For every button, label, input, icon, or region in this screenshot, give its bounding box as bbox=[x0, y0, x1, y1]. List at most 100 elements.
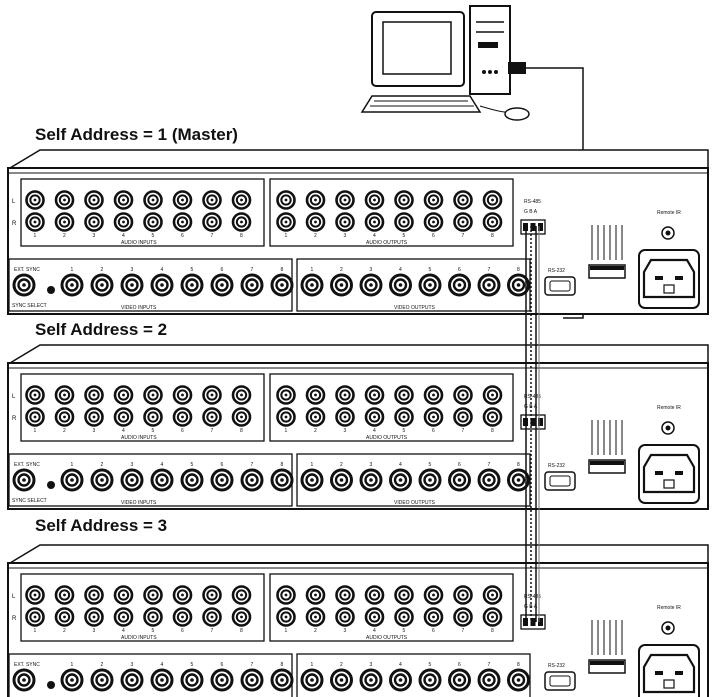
jack-number: 7 bbox=[211, 428, 214, 434]
jack-number: 2 bbox=[314, 428, 317, 434]
audio-outputs-label: AUDIO OUTPUTS bbox=[366, 635, 408, 641]
jack-number: 3 bbox=[131, 267, 134, 273]
jack-number: 5 bbox=[403, 233, 406, 239]
jack-number: 5 bbox=[429, 662, 432, 668]
jack-number: 3 bbox=[344, 628, 347, 634]
jack-number: 4 bbox=[161, 462, 164, 468]
rs485-link-cable bbox=[525, 226, 540, 622]
jack-number: 4 bbox=[373, 233, 376, 239]
jack-number: 1 bbox=[311, 662, 314, 668]
jack-number: 4 bbox=[122, 628, 125, 634]
jack-number: 3 bbox=[370, 267, 373, 273]
jack-number: 7 bbox=[251, 267, 254, 273]
ext-sync-label: EXT. SYNC bbox=[14, 462, 40, 468]
sync-select-switch[interactable] bbox=[47, 681, 55, 689]
power-inlet[interactable] bbox=[638, 249, 700, 309]
jack-number: 8 bbox=[240, 428, 243, 434]
power-inlet[interactable] bbox=[638, 644, 700, 697]
rs232-port[interactable]: RS-232 bbox=[544, 663, 576, 691]
row-label-r: R bbox=[12, 221, 17, 227]
rs485-label: RS-485 bbox=[524, 394, 541, 400]
jack-number: 8 bbox=[517, 462, 520, 468]
sync-select-switch[interactable] bbox=[47, 286, 55, 294]
jack-number: 6 bbox=[458, 662, 461, 668]
jack-number: 2 bbox=[314, 233, 317, 239]
rs232-label: RS-232 bbox=[548, 268, 565, 274]
jack-number: 3 bbox=[131, 462, 134, 468]
jack-number: 1 bbox=[71, 662, 74, 668]
remote-ir-label: Remote IR bbox=[657, 405, 681, 411]
unit-title: Self Address = 3 bbox=[35, 516, 167, 535]
jack-number: 3 bbox=[93, 233, 96, 239]
jack-number: 8 bbox=[281, 462, 284, 468]
jack-number: 5 bbox=[152, 233, 155, 239]
jack-number: 1 bbox=[34, 428, 37, 434]
jack-number: 5 bbox=[191, 662, 194, 668]
unit-title: Self Address = 2 bbox=[35, 320, 167, 339]
jack-number: 5 bbox=[191, 462, 194, 468]
jack-number: 8 bbox=[281, 662, 284, 668]
jack-number: 2 bbox=[101, 462, 104, 468]
jack-number: 3 bbox=[93, 428, 96, 434]
jack-number: 6 bbox=[221, 662, 224, 668]
sync-select-switch[interactable] bbox=[47, 481, 55, 489]
audio-inputs-label: AUDIO INPUTS bbox=[121, 240, 157, 246]
dip-switch-block[interactable] bbox=[588, 420, 626, 474]
jack-number: 6 bbox=[221, 267, 224, 273]
jack-number: 4 bbox=[399, 662, 402, 668]
jack-number: 6 bbox=[432, 628, 435, 634]
video-inputs-label: VIDEO INPUTS bbox=[121, 500, 157, 506]
row-label-l: L bbox=[12, 594, 16, 600]
row-label-r: R bbox=[12, 616, 17, 622]
jack-number: 8 bbox=[491, 428, 494, 434]
jack-number: 7 bbox=[251, 662, 254, 668]
rs485-label: RS-485 bbox=[524, 199, 541, 205]
jack-number: 5 bbox=[403, 428, 406, 434]
jack-number: 8 bbox=[491, 628, 494, 634]
jack-number: 4 bbox=[122, 233, 125, 239]
jack-number: 2 bbox=[340, 462, 343, 468]
audio-outputs-label: AUDIO OUTPUTS bbox=[366, 435, 408, 441]
rs232-port[interactable]: RS-232 bbox=[544, 268, 576, 296]
jack-number: 8 bbox=[281, 267, 284, 273]
jack-number: 6 bbox=[432, 233, 435, 239]
audio-outputs-label: AUDIO OUTPUTS bbox=[366, 240, 408, 246]
jack-number: 2 bbox=[101, 662, 104, 668]
jack-number: 3 bbox=[93, 628, 96, 634]
remote-ir-label: Remote IR bbox=[657, 210, 681, 216]
remote-ir-sensor: Remote IR bbox=[657, 405, 681, 435]
rs232-label: RS-232 bbox=[548, 463, 565, 469]
jack-number: 7 bbox=[462, 233, 465, 239]
jack-number: 3 bbox=[131, 662, 134, 668]
jack-number: 3 bbox=[344, 233, 347, 239]
jack-number: 2 bbox=[101, 267, 104, 273]
jack-number: 2 bbox=[340, 267, 343, 273]
jack-number: 7 bbox=[488, 462, 491, 468]
row-label-r: R bbox=[12, 416, 17, 422]
jack-number: 1 bbox=[311, 267, 314, 273]
jack-number: 1 bbox=[71, 462, 74, 468]
jack-number: 6 bbox=[458, 267, 461, 273]
power-inlet[interactable] bbox=[638, 444, 700, 504]
jack-number: 4 bbox=[399, 267, 402, 273]
rs232-port[interactable]: RS-232 bbox=[544, 463, 576, 491]
row-label-l: L bbox=[12, 199, 16, 205]
dip-switch-block[interactable] bbox=[588, 620, 626, 674]
jack-number: 7 bbox=[211, 628, 214, 634]
jack-number: 1 bbox=[34, 628, 37, 634]
video-outputs-label: VIDEO OUTPUTS bbox=[394, 305, 436, 311]
jack-number: 4 bbox=[122, 428, 125, 434]
dip-switch-block[interactable] bbox=[588, 225, 626, 279]
row-label-l: L bbox=[12, 394, 16, 400]
